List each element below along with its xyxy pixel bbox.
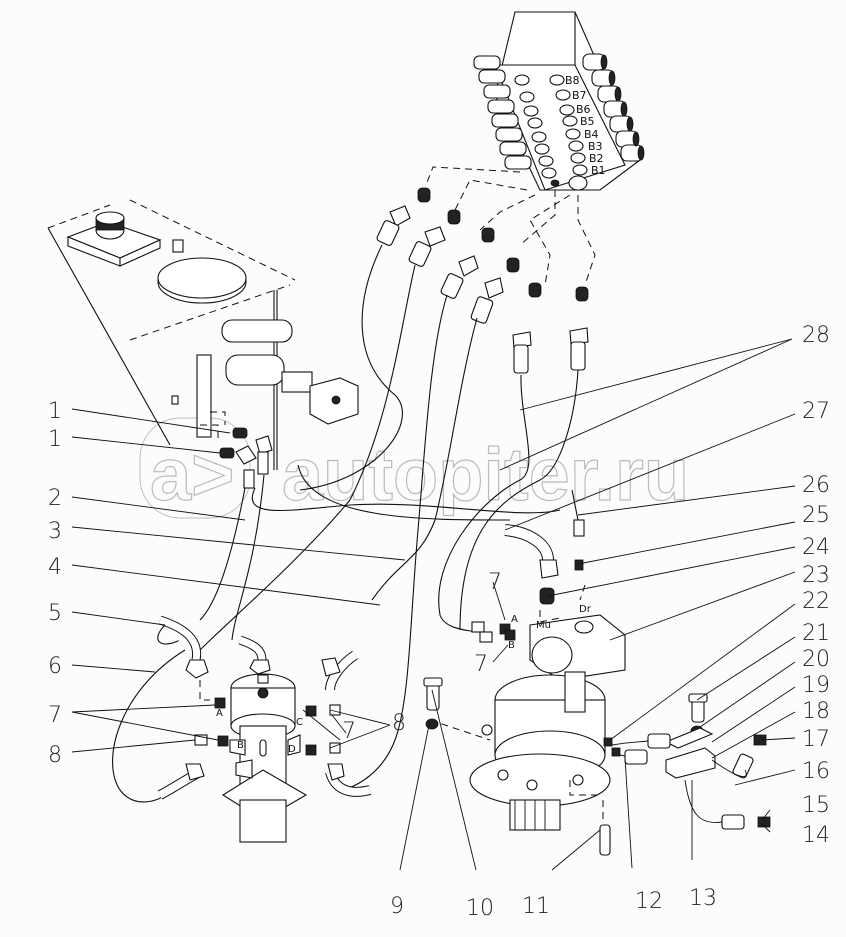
callout-numbers: 1 1 2 3 4 5 6 7 8 7 8 7 7 9 10 11 12 13 … bbox=[48, 323, 830, 921]
callout-19: 19 bbox=[802, 673, 830, 698]
port-label-b7: B7 bbox=[572, 89, 587, 102]
callout-14: 14 bbox=[802, 823, 830, 848]
port-label-b4: B4 bbox=[584, 128, 599, 141]
callout-8a: 8 bbox=[48, 743, 62, 768]
part-1-fittings[interactable] bbox=[200, 411, 273, 489]
swivel-port-c: C bbox=[296, 717, 303, 728]
bolt-and-washer-parts[interactable] bbox=[423, 677, 771, 856]
motor-port-dr: Dr bbox=[579, 604, 592, 615]
swivel-port-a: A bbox=[216, 708, 223, 719]
callout-18: 18 bbox=[802, 699, 830, 724]
motor-port-a: A bbox=[511, 614, 518, 625]
callout-3: 3 bbox=[48, 519, 62, 544]
valve-hose-fittings[interactable] bbox=[376, 187, 589, 374]
callout-22: 22 bbox=[802, 589, 830, 614]
callout-23: 23 bbox=[802, 563, 830, 588]
swing-motor[interactable]: Mu Dr A B bbox=[429, 584, 626, 831]
callout-12: 12 bbox=[635, 889, 663, 914]
callout-8b: 8 bbox=[392, 711, 406, 736]
callout-28: 28 bbox=[802, 323, 830, 348]
watermark: a> autopiter.ru bbox=[139, 417, 690, 519]
callout-6: 6 bbox=[48, 654, 62, 679]
hydraulic-tank[interactable] bbox=[47, 199, 359, 470]
port-label-b1: B1 bbox=[591, 164, 606, 177]
callout-15: 15 bbox=[802, 793, 830, 818]
control-valve-block[interactable]: B8 B7 B6 B5 B4 B3 B2 B1 bbox=[473, 11, 645, 191]
port-label-b3: B3 bbox=[588, 140, 603, 153]
port-label-b8: B8 bbox=[565, 74, 580, 87]
callout-26: 26 bbox=[802, 473, 830, 498]
callout-21: 21 bbox=[802, 621, 830, 646]
motor-port-mu: Mu bbox=[536, 620, 551, 631]
callout-1a: 1 bbox=[48, 399, 62, 424]
callout-25: 25 bbox=[802, 503, 830, 528]
leader-lines bbox=[71, 338, 796, 871]
callout-17: 17 bbox=[802, 727, 830, 752]
valve-dashed-links bbox=[425, 166, 596, 286]
elbow-fittings[interactable] bbox=[157, 519, 585, 800]
center-swivel-joint[interactable]: A B C D bbox=[194, 673, 341, 843]
callout-16: 16 bbox=[802, 759, 830, 784]
port-label-b6: B6 bbox=[576, 103, 591, 116]
watermark-text: autopiter.ru bbox=[282, 433, 689, 516]
callout-10: 10 bbox=[466, 896, 494, 921]
hydraulic-hoses bbox=[112, 244, 581, 803]
callout-1b: 1 bbox=[48, 427, 62, 452]
callout-27: 27 bbox=[802, 399, 830, 424]
swivel-port-d: D bbox=[288, 744, 296, 755]
callout-4: 4 bbox=[48, 555, 62, 580]
callout-9: 9 bbox=[390, 894, 404, 919]
callout-13: 13 bbox=[689, 886, 717, 911]
watermark-logo: a> bbox=[150, 433, 234, 516]
motor-port-b: B bbox=[508, 640, 515, 651]
callout-7c: 7 bbox=[488, 570, 502, 595]
callout-7b: 7 bbox=[342, 719, 356, 744]
callout-7d: 7 bbox=[474, 652, 488, 677]
callout-5: 5 bbox=[48, 601, 62, 626]
callout-7a: 7 bbox=[48, 703, 62, 728]
callout-11: 11 bbox=[522, 894, 550, 919]
callout-24: 24 bbox=[802, 535, 830, 560]
callout-2: 2 bbox=[48, 486, 62, 511]
callout-20: 20 bbox=[802, 647, 830, 672]
port-label-b2: B2 bbox=[589, 152, 604, 165]
swivel-port-b: B bbox=[237, 740, 244, 751]
port-label-b5: B5 bbox=[580, 115, 595, 128]
